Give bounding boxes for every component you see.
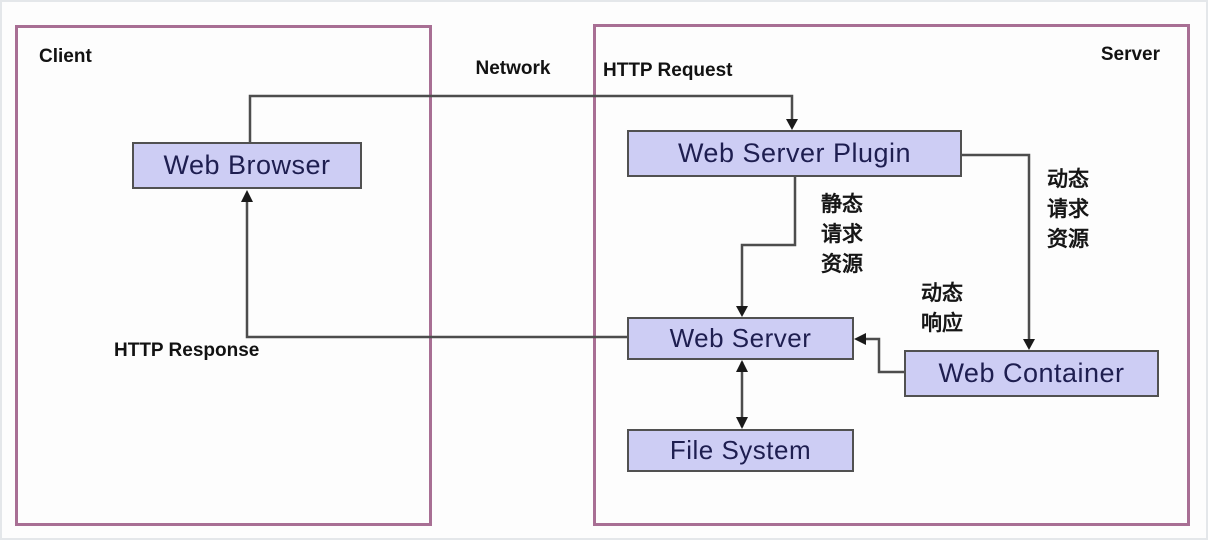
server-zone-label: Server (1100, 44, 1160, 65)
static-request-line: 资源 (821, 253, 863, 276)
dynamic-request-line: 动态 (1047, 168, 1089, 191)
http-request-label: HTTP Request (603, 60, 733, 81)
static-request-line: 请求 (821, 223, 863, 246)
dynamic-request-resource-label: 动态 请求 资源 (1033, 165, 1103, 255)
node-web-server-plugin: Web Server Plugin (627, 130, 962, 177)
client-zone-frame (15, 25, 432, 526)
dynamic-response-line: 动态 (921, 282, 963, 305)
static-request-line: 静态 (821, 193, 863, 216)
node-web-browser: Web Browser (132, 142, 362, 189)
dynamic-request-line: 资源 (1047, 228, 1089, 251)
client-zone-label: Client (39, 46, 92, 67)
dynamic-response-line: 响应 (921, 312, 963, 335)
network-label: Network (475, 58, 551, 79)
node-web-server: Web Server (627, 317, 854, 360)
dynamic-response-label: 动态 响应 (907, 279, 977, 339)
static-request-resource-label: 静态 请求 资源 (807, 190, 877, 280)
node-web-container: Web Container (904, 350, 1159, 397)
dynamic-request-line: 请求 (1047, 198, 1089, 221)
http-response-label: HTTP Response (114, 340, 260, 361)
node-file-system: File System (627, 429, 854, 472)
